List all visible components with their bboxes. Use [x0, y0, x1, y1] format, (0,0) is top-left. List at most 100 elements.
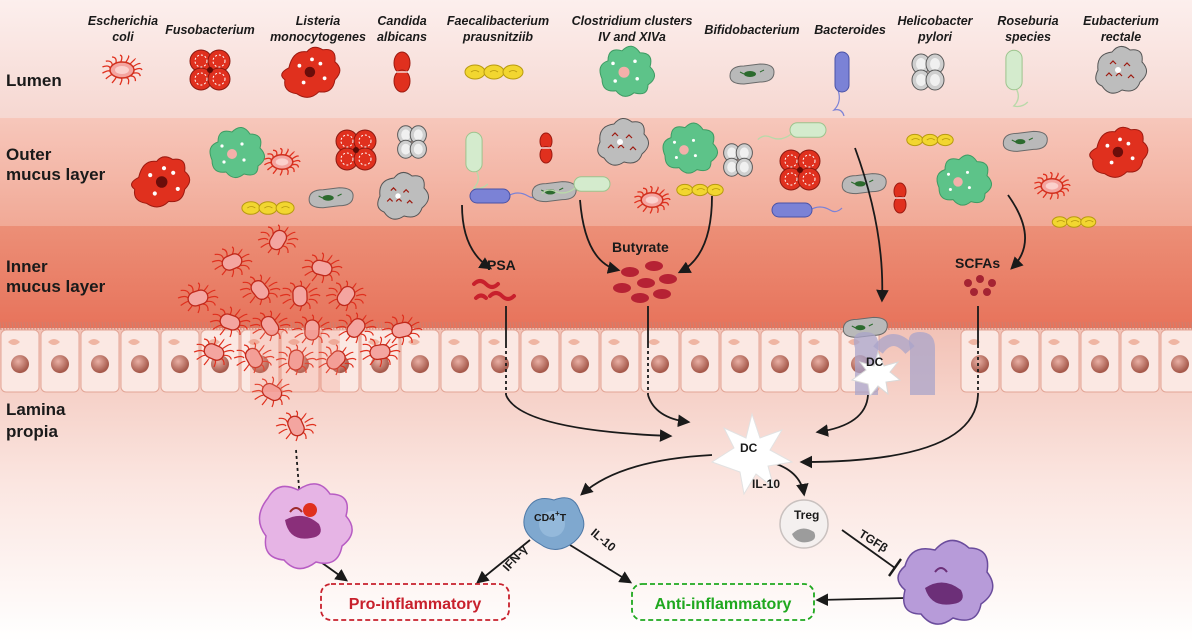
invading-pathogen: [233, 342, 275, 374]
arrow-cd4-to-pro: [476, 539, 531, 584]
clostridium-outer-1: [209, 127, 265, 178]
escherichia-coli-lumen: [102, 54, 143, 86]
eubacterium-outer-1: [377, 172, 429, 220]
invading-pathogen: [325, 280, 367, 312]
arrow-cd4-to-anti: [569, 544, 633, 584]
cd4-t-cell: [523, 497, 585, 550]
invading-pathogen: [249, 310, 291, 342]
label-bifidobacterium: Bifidobacterium: [704, 23, 799, 37]
epithelial-cell: [480, 329, 520, 393]
arrow-scfas-to-dc: [799, 394, 979, 469]
invading-pathogen: [275, 344, 317, 376]
epithelial-layer: [0, 321, 1192, 393]
listeria-outer-2: [1089, 126, 1149, 178]
epithelial-cell: [760, 329, 800, 393]
epithelial-cell: [1040, 329, 1080, 393]
fusobacterium-outer-1: [335, 129, 377, 171]
il10-dc-label: IL-10: [752, 477, 780, 491]
candida-outer-1: [539, 132, 553, 164]
eubacterium-outer-1: [597, 118, 649, 166]
bifidobacterium-inner: [842, 316, 888, 338]
escherichia-outer-2: [634, 185, 671, 214]
fusobacterium-outer-2: [779, 149, 821, 191]
epithelial-cell: [720, 329, 760, 393]
arrow-butyrate-to-dc: [647, 394, 691, 428]
scfa-molecules: [964, 275, 996, 296]
arrow-roseburia-to-scfas: [1007, 194, 1026, 270]
invading-pathogen: [275, 410, 317, 442]
candida-lumen: [393, 51, 411, 93]
arrow-dc-to-cd4: [580, 454, 713, 496]
arrows: [292, 147, 1026, 607]
epithelial-cell: [800, 329, 840, 393]
candida-outer-2: [893, 182, 907, 214]
invading-pathogen: [239, 274, 281, 306]
epithelial-cell: [560, 329, 600, 393]
bacteroides-lumen: [832, 51, 850, 117]
label-fusobacterium: Fusobacterium: [165, 23, 255, 37]
helicobacter-outer-2: [723, 143, 753, 177]
epithelial-cell: [0, 329, 40, 393]
bifidobacterium-outer-3: [841, 173, 887, 195]
epithelial-cell: [1160, 329, 1192, 393]
bifidobacterium-outer-1: [308, 187, 354, 209]
arrow-macrophage-to-anti: [815, 593, 906, 607]
epithelial-cell: [680, 329, 720, 393]
cd4-label: CD4+T: [534, 509, 567, 524]
treg-label: Treg: [794, 508, 819, 522]
psa-label: PSA: [487, 257, 516, 273]
pro-inflammatory-macrophage: [258, 483, 353, 570]
scfas-label: SCFAs: [955, 255, 1000, 271]
faecalibacterium-outer-3: [906, 133, 954, 147]
helicobacter-outer-1: [397, 125, 427, 159]
pro-inflammatory-label: Pro-inflammatory: [349, 596, 482, 613]
invading-pathogen: [257, 224, 299, 256]
invading-pathogen: [315, 344, 357, 376]
invading-pathogen: [193, 336, 235, 368]
arrow-clostridium-to-butyrate: [677, 195, 713, 274]
faecalibacterium-outer-1: [241, 201, 295, 215]
bifidobacterium-lumen: [729, 63, 775, 85]
dc-epithelium-label: DC: [866, 355, 884, 369]
anti-inflammatory-label: Anti-inflammatory: [655, 596, 792, 613]
eubacterium-lumen: [1095, 46, 1147, 94]
epithelial-cell: [440, 329, 480, 393]
fusobacterium-lumen: [189, 49, 231, 91]
listeria-lumen: [281, 46, 341, 98]
label-bacteroides: Bacteroides: [814, 23, 886, 37]
epithelial-cell: [160, 329, 200, 393]
invading-pathogen: [381, 314, 423, 346]
inner-mucus-region: [0, 226, 1192, 328]
invading-pathogen: [177, 282, 219, 314]
epithelial-cell: [1120, 329, 1160, 393]
roseburia-outer-3: [757, 122, 827, 141]
epithelial-cell: [360, 329, 400, 393]
roseburia-lumen: [1005, 49, 1029, 108]
lamina-dendritic-cell: [710, 412, 794, 496]
epithelial-cell: [40, 329, 80, 393]
clostridium-lumen: [599, 45, 655, 97]
faecalibacterium-outer-2: [676, 183, 724, 197]
treg-cell: [779, 499, 829, 549]
butyrate-label: Butyrate: [612, 239, 669, 255]
psa-molecules: [472, 279, 516, 301]
anti-inflammatory-macrophage: [897, 539, 994, 625]
invading-pathogen: [251, 376, 293, 408]
roseburia-outer-1: [465, 131, 489, 190]
epithelial-cell: [400, 329, 440, 393]
epithelial-cell: [80, 329, 120, 393]
layer-label-lumen: Lumen: [6, 71, 62, 90]
escherichia-outer-3: [1034, 171, 1071, 200]
arrow-dc-to-dc: [815, 394, 869, 437]
clostridium-outer-2: [662, 122, 718, 174]
listeria-outer-1: [131, 156, 191, 208]
arrow-pathogen-to-macrophage: [292, 449, 306, 503]
